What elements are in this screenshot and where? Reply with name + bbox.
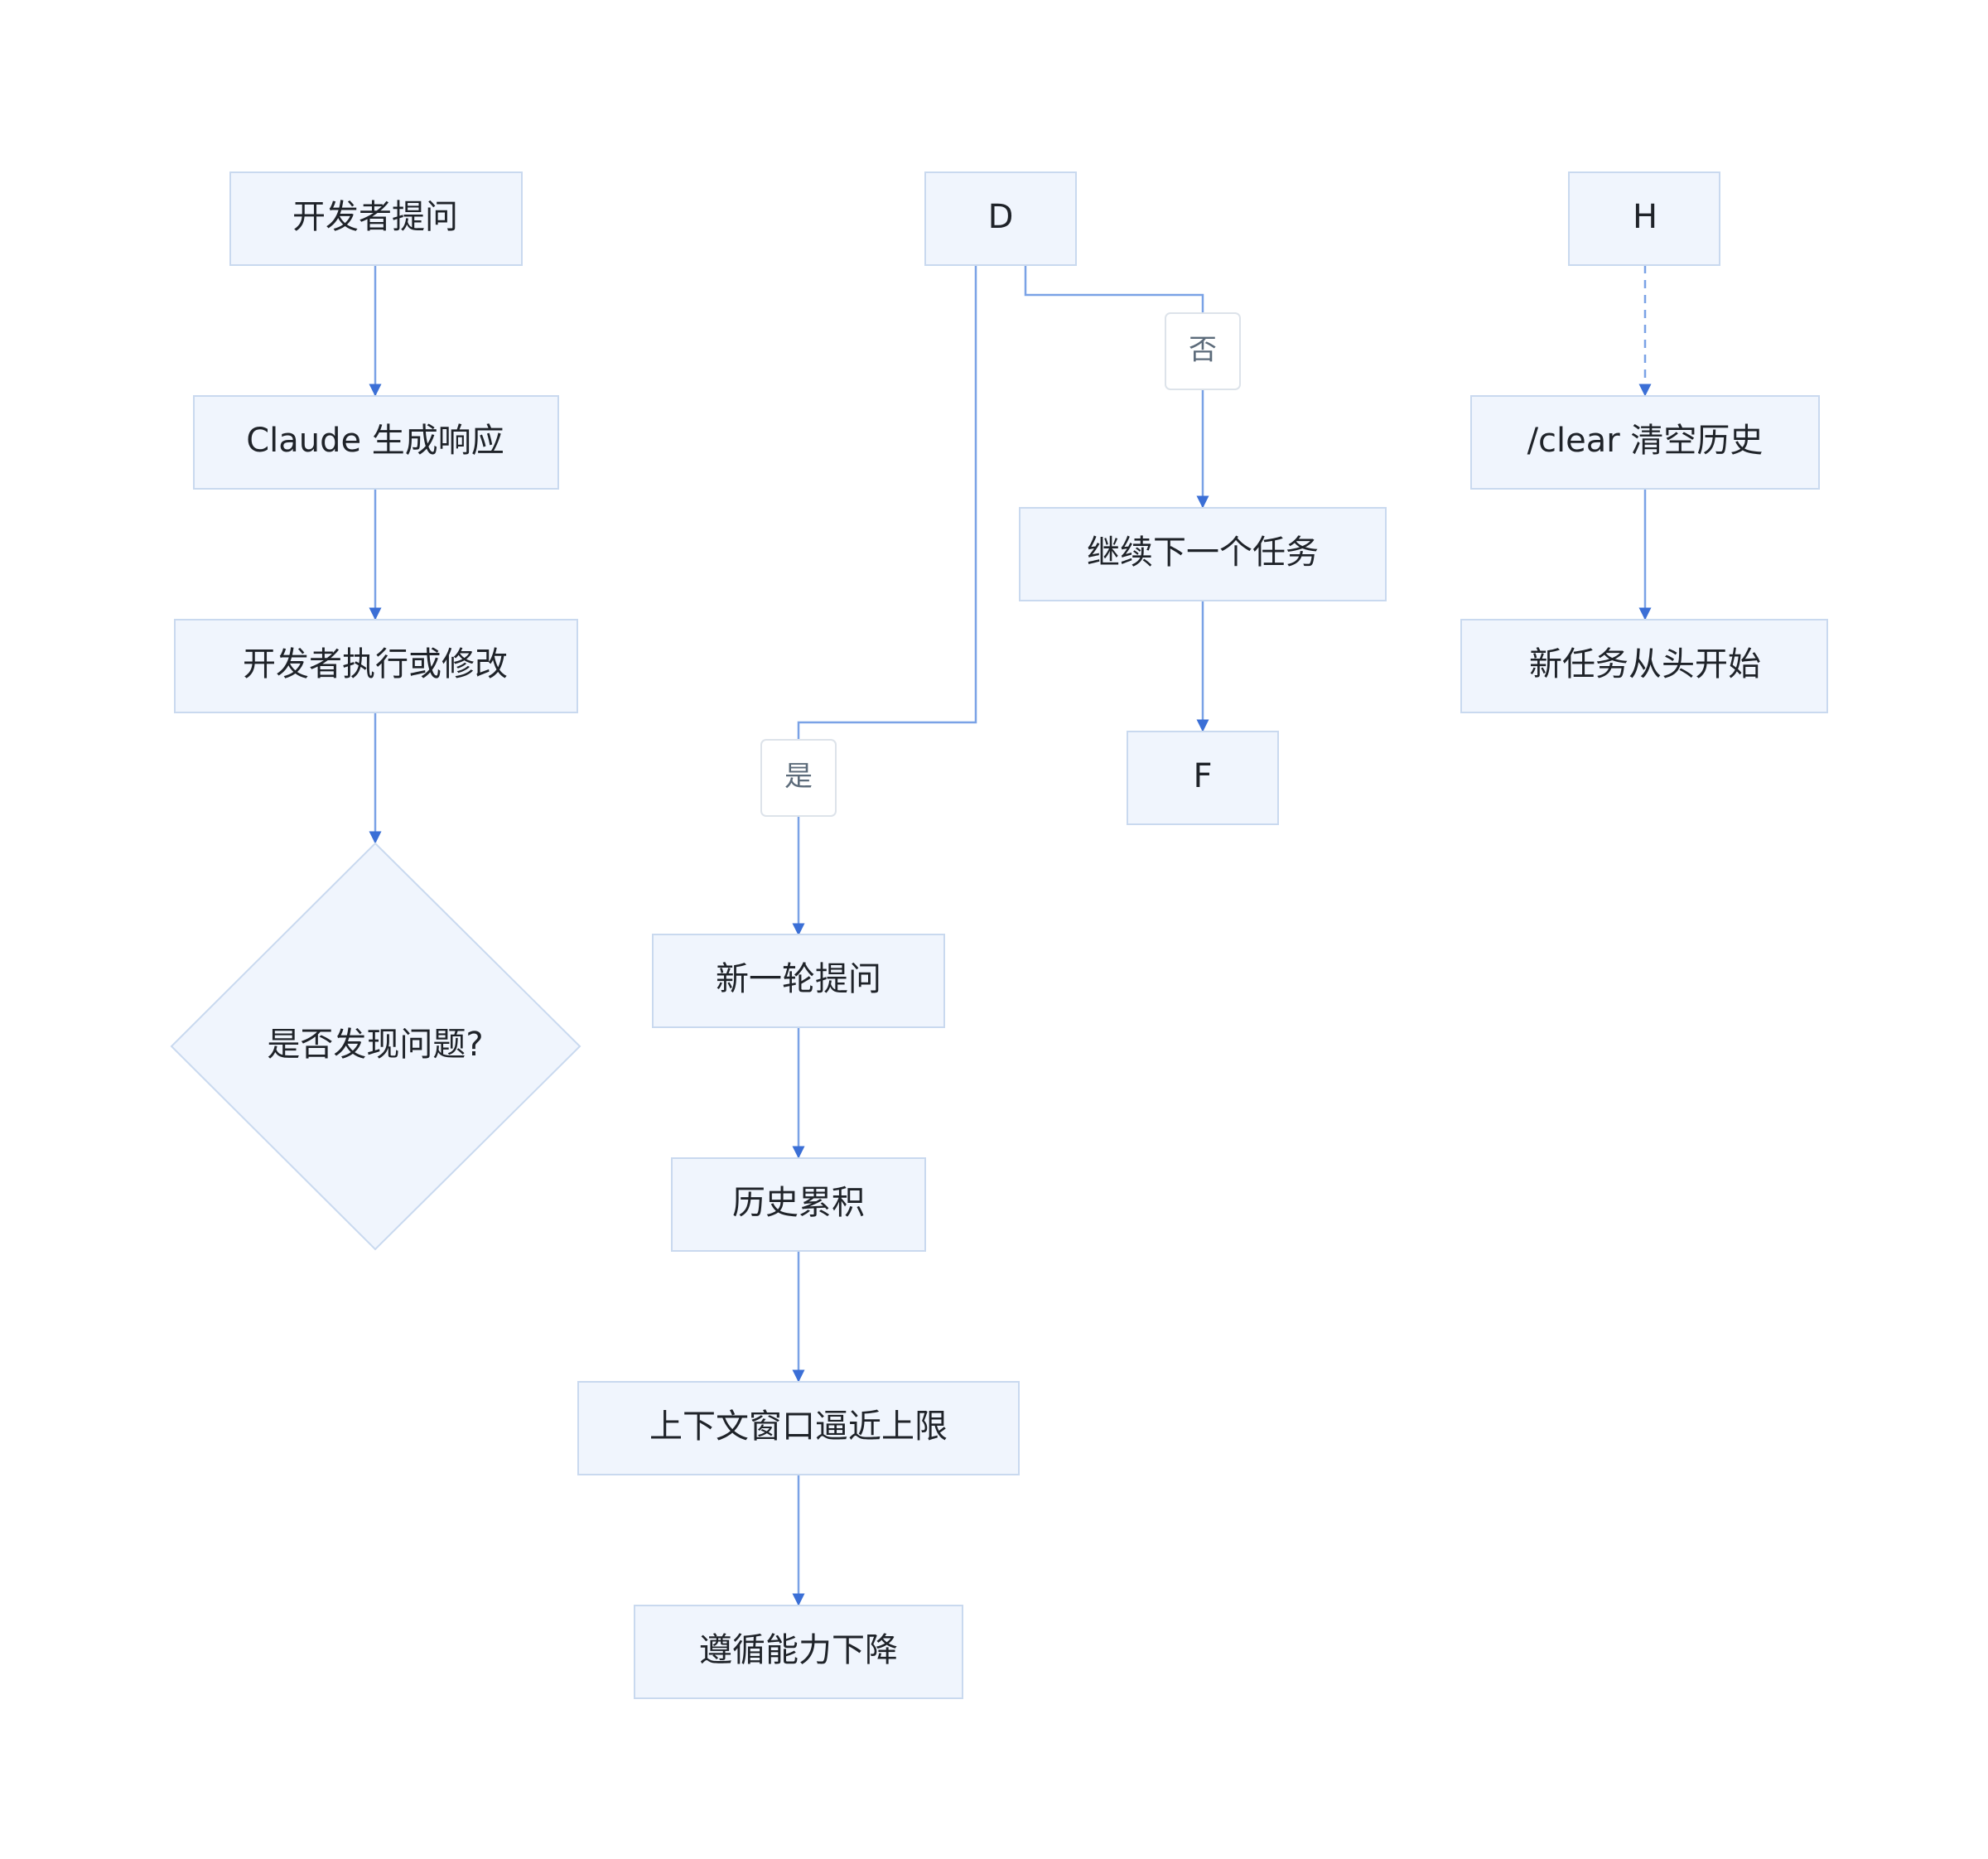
node-next-task: 继续下一个任务	[1019, 507, 1387, 601]
node-fresh-start-label: 新任务从头开始	[1529, 645, 1761, 683]
node-history: 历史累积	[671, 1157, 926, 1252]
edges	[369, 265, 1652, 1606]
edge-label-yes-text: 是	[784, 760, 813, 794]
node-degrade: 遵循能力下降	[634, 1605, 963, 1699]
node-history-label: 历史累积	[732, 1184, 865, 1222]
edge-d-yes-branch	[797, 265, 977, 740]
edge-label-no: 否	[1165, 312, 1241, 390]
node-h-label: H	[1633, 198, 1657, 236]
decision-label: 是否发现问题?	[267, 1026, 483, 1064]
node-context-limit-label: 上下文窗口逼近上限	[649, 1408, 948, 1446]
node-generate: Claude 生成响应	[193, 395, 559, 490]
node-fresh-start: 新任务从头开始	[1460, 619, 1828, 713]
node-next-task-label: 继续下一个任务	[1087, 534, 1319, 572]
node-clear-label: /clear 清空历史	[1527, 422, 1764, 460]
edge-label-yes: 是	[760, 739, 837, 817]
node-new-round-label: 新一轮提问	[716, 960, 881, 998]
node-clear: /clear 清空历史	[1470, 395, 1820, 490]
node-ask: 开发者提问	[229, 171, 523, 266]
node-f: F	[1127, 731, 1279, 825]
node-degrade-label: 遵循能力下降	[699, 1631, 898, 1669]
node-execute: 开发者执行或修改	[174, 619, 578, 713]
node-execute-label: 开发者执行或修改	[243, 645, 508, 683]
edge-d-no-branch	[1024, 265, 1204, 313]
decision-diamond: 是否发现问题?	[170, 842, 581, 1251]
node-d-label: D	[988, 198, 1014, 236]
node-ask-label: 开发者提问	[292, 198, 458, 236]
node-context-limit: 上下文窗口逼近上限	[577, 1381, 1020, 1475]
node-generate-label: Claude 生成响应	[246, 422, 504, 460]
node-new-round: 新一轮提问	[652, 934, 945, 1028]
edge-label-no-text: 否	[1189, 334, 1217, 367]
node-f-label: F	[1193, 757, 1212, 795]
node-h: H	[1568, 171, 1720, 266]
node-d: D	[924, 171, 1077, 266]
